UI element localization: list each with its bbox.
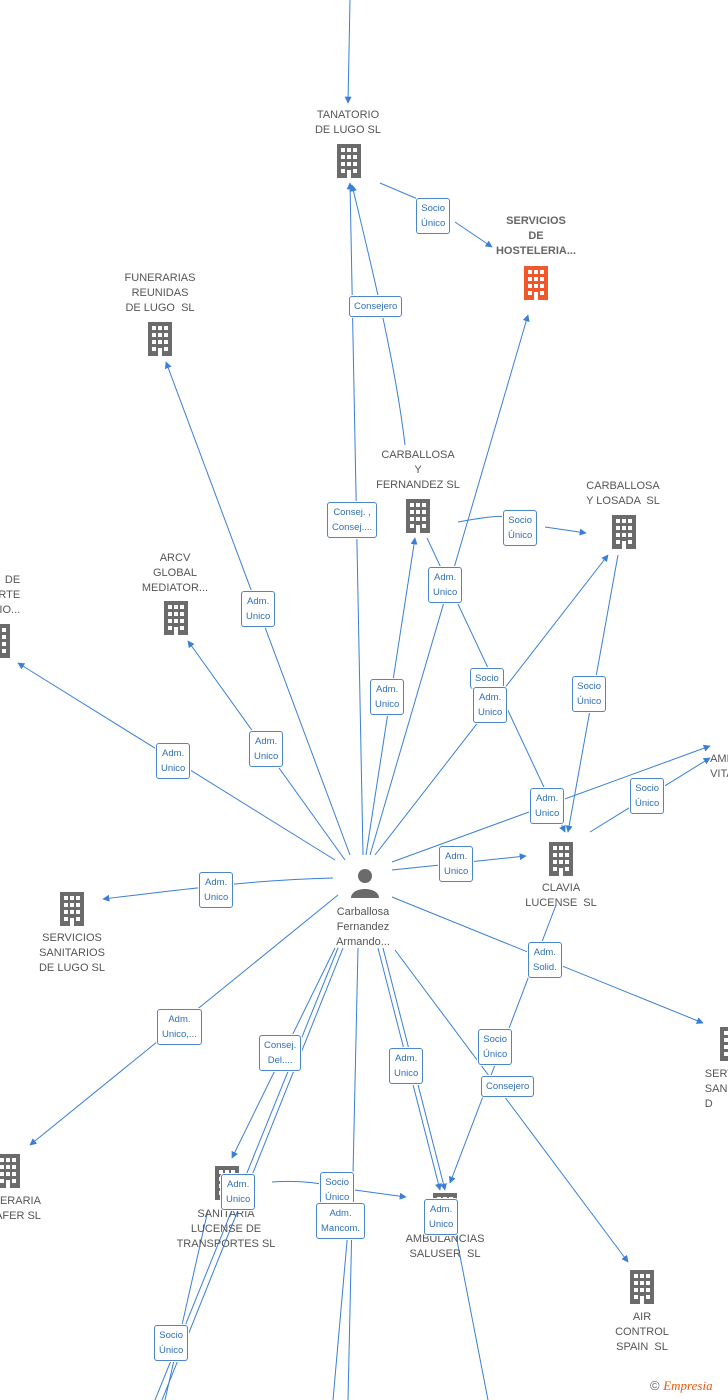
node-left-cut-label[interactable]: DE ORTE IO... <box>0 574 21 616</box>
node-amb-vita-label[interactable]: AMB VITA <box>710 753 728 780</box>
node-clavia-label[interactable]: CLAVIA LUCENSE SL <box>525 882 597 909</box>
edge-label-socio-unico[interactable]: Socio Único <box>416 198 451 234</box>
node-serv-right-label[interactable]: SERV SANIT D <box>704 1068 728 1110</box>
edge-label-adm-unico-person-cf[interactable]: Adm. Unico <box>370 679 405 715</box>
edge-label-socio-unico-bottom[interactable]: Socio Único <box>154 1325 189 1361</box>
edge-label-socio-unico-vita[interactable]: Socio Único <box>630 778 665 814</box>
node-person-label[interactable]: Carballosa Fernandez Armando... <box>336 906 390 948</box>
servright-building-icon <box>720 1027 728 1061</box>
node-ambulancias-label[interactable]: AMBULANCIAS SALUSER SL <box>405 1233 485 1260</box>
node-servicios-hosteleria-label[interactable]: SERVICIOS DE HOSTELERIA... <box>495 215 577 257</box>
clavia-building-icon <box>549 842 573 876</box>
edge-label-adm-unico-sanitaria[interactable]: Adm. Unico <box>221 1174 256 1210</box>
edge-label-socio-unico-ambulancias[interactable]: Socio Único <box>478 1029 513 1065</box>
copyright-icon: © <box>650 1378 660 1393</box>
edge-tanatorio-hosteleria <box>379 182 492 247</box>
edge-label-adm-unico-cf[interactable]: Adm. Unico <box>428 567 463 603</box>
node-carballosa-fernandez-label[interactable]: CARBALLOSA Y FERNANDEZ SL <box>376 449 460 491</box>
hosteleria-building-icon <box>524 266 548 300</box>
node-servicios-sanitarios-label[interactable]: SERVICIOS SANITARIOS DE LUGO SL <box>38 932 106 974</box>
edge-label-consejero-air[interactable]: Consejero <box>481 1076 535 1097</box>
edge-label-adm-solid[interactable]: Adm. Solid. <box>528 942 562 978</box>
eraria-building-icon <box>0 1154 20 1188</box>
brand-logo-text: Empresia <box>663 1378 713 1393</box>
left-building-icon <box>0 624 10 658</box>
arcv-building-icon <box>164 601 188 635</box>
node-arcv-label[interactable]: ARCV GLOBAL MEDIATOR... <box>141 552 209 594</box>
node-sanitaria-label[interactable]: SANITARIA LUCENSE DE TRANSPORTES SL <box>176 1208 276 1250</box>
node-tanatorio-label[interactable]: TANATORIO DE LUGO SL <box>314 109 382 136</box>
edge-label-consej-consej[interactable]: Consej. , Consej.... <box>327 502 378 538</box>
edge-label-adm-unico-arcv[interactable]: Adm. Unico <box>249 731 284 767</box>
edge-label-adm-unico-funerarias[interactable]: Adm. Unico <box>241 591 276 627</box>
edge-label-adm-unico-ss[interactable]: Adm. Unico <box>199 872 234 908</box>
edge-sanitaria-bottom <box>164 1209 209 1400</box>
edge-ambulancias-bottom <box>454 1229 489 1400</box>
edge-label-socio[interactable]: Socio <box>470 668 504 689</box>
node-carballosa-losada-label[interactable]: CARBALLOSA Y LOSADA SL <box>586 480 660 507</box>
edge-label-adm-unico-ambulancias[interactable]: Adm. Unico <box>389 1048 424 1084</box>
edge-top-tanatorio <box>344 0 352 104</box>
edge-person-bottom-4 <box>332 1229 349 1400</box>
edge-label-adm-unico-vita[interactable]: Adm. Unico <box>530 788 565 824</box>
losada-building-icon <box>612 515 636 549</box>
edge-label-consejero[interactable]: Consejero <box>349 296 403 317</box>
edge-label-adm-unico-eraria[interactable]: Adm. Unico,... <box>157 1009 202 1045</box>
node-air-control-label[interactable]: AIR CONTROL SPAIN SL <box>615 1311 669 1353</box>
person-icon <box>351 869 379 898</box>
edge-label-adm-unico-amb2[interactable]: Adm. Unico <box>424 1199 459 1235</box>
aircontrol-building-icon <box>630 1270 654 1304</box>
edge-label-socio-unico-sanitaria[interactable]: Socio Único <box>320 1172 355 1208</box>
edge-label-adm-unico-left[interactable]: Adm. Unico <box>156 743 191 779</box>
edge-label-adm-mancom[interactable]: Adm. Mancom. <box>316 1203 366 1239</box>
funerarias-building-icon <box>148 322 172 356</box>
edge-label-adm-unico-clavia[interactable]: Adm. Unico <box>439 846 474 882</box>
node-funerarias-label[interactable]: FUNERARIAS REUNIDAS DE LUGO SL <box>124 272 196 314</box>
ss-building-icon <box>60 892 84 926</box>
tanatorio-building-icon <box>337 144 361 178</box>
edge-label-socio-unico-losada[interactable]: Socio Único <box>572 676 607 712</box>
edge-label-consej-del[interactable]: Consej. Del.... <box>259 1035 302 1071</box>
edge-label-socio-unico-cf[interactable]: Socio Único <box>503 510 538 546</box>
cf-building-icon <box>406 499 430 533</box>
footer-brand: © Empresia <box>650 1378 713 1394</box>
edge-label-adm-unico-losada[interactable]: Adm. Unico <box>473 687 508 723</box>
edge-person-aircontrol <box>394 949 629 1263</box>
